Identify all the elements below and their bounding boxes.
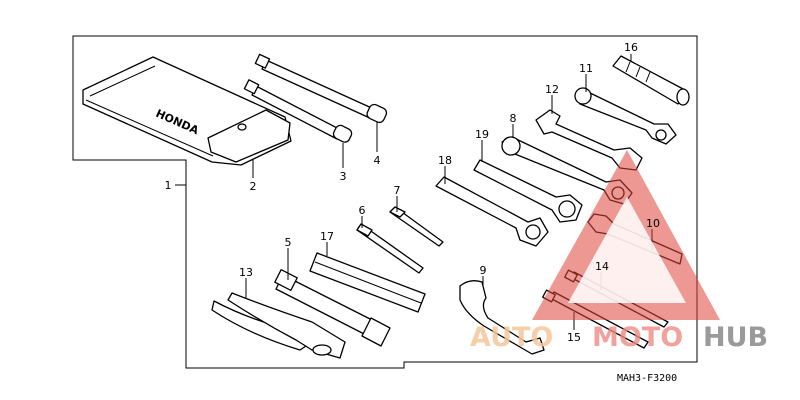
callout-18: 18 <box>438 154 452 167</box>
watermark-triangle-inner <box>568 197 686 303</box>
callout-11: 11 <box>579 62 593 75</box>
callout-19: 19 <box>475 128 489 141</box>
callout-3: 3 <box>340 170 347 183</box>
diagram-frame <box>72 35 698 369</box>
hex-key-6 <box>356 223 424 274</box>
extension-bar-4 <box>254 53 388 124</box>
callout-15: 15 <box>567 331 581 344</box>
callout-2: 2 <box>250 180 257 193</box>
callout-1: 1 <box>165 179 172 192</box>
watermark-moto: MOTO <box>592 322 683 353</box>
diagram-code: MAH3-F3200 <box>617 373 677 384</box>
callout-4: 4 <box>374 154 381 167</box>
screwdriver-handle <box>612 55 690 106</box>
pin-spanner <box>459 280 545 355</box>
callout-7: 7 <box>394 184 401 197</box>
spark-plug-wrench <box>274 269 391 347</box>
pliers <box>211 292 346 359</box>
tool-bag: HONDA <box>82 56 292 166</box>
watermark-auto: AUTO <box>470 322 553 353</box>
callout-17: 17 <box>320 230 334 243</box>
wrench-11 <box>574 87 677 145</box>
callout-8: 8 <box>510 112 517 125</box>
callout-12: 12 <box>545 83 559 96</box>
callout-6: 6 <box>359 204 366 217</box>
callout-5: 5 <box>285 236 292 249</box>
extension-bar-3 <box>243 79 353 143</box>
callout-16: 16 <box>624 41 638 54</box>
callout-13: 13 <box>239 266 253 279</box>
handle-bar <box>309 252 426 313</box>
box-wrench-18 <box>435 176 549 247</box>
hex-key-7 <box>389 206 444 247</box>
callout-10: 10 <box>646 217 660 230</box>
wrench-12 <box>535 109 643 171</box>
callout-labels: 1 2 3 4 5 6 7 8 9 10 11 12 13 14 15 16 1… <box>165 41 661 344</box>
watermark-logo: AUTO MOTO HUB <box>470 150 768 353</box>
callout-9: 9 <box>480 264 487 277</box>
watermark-hub: HUB <box>703 322 768 353</box>
callout-14: 14 <box>595 260 609 273</box>
box-wrench-19 <box>473 159 583 223</box>
